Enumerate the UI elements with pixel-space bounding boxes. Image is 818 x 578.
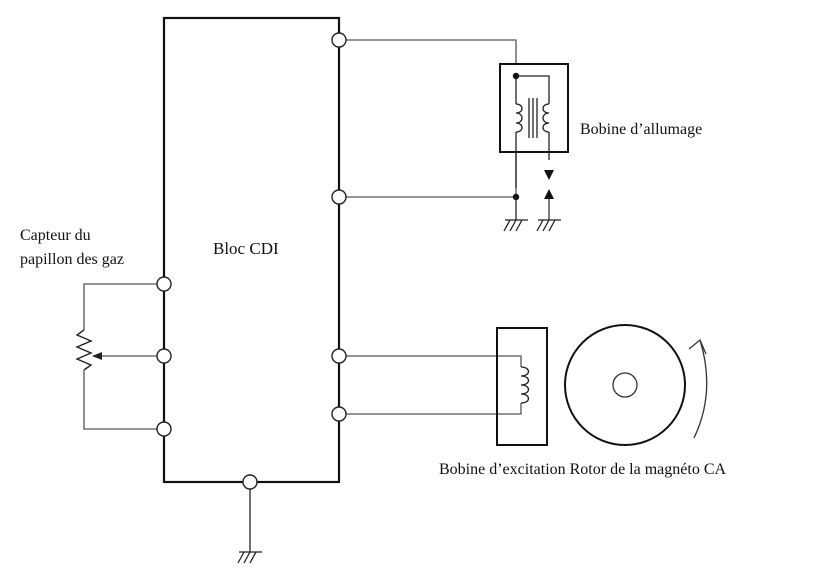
terminal-ignition-coil-ground	[331, 189, 347, 205]
spark-plug-electrode-lower	[544, 189, 554, 199]
wiper-arrowhead	[92, 352, 102, 360]
terminal-pickup-coil-2	[331, 406, 347, 422]
throttle-position-sensor	[75, 283, 164, 430]
resistor-zigzag	[75, 329, 93, 371]
terminal-throttle-sensor-supply	[156, 276, 172, 292]
spark-plug-electrode-upper	[544, 170, 554, 180]
bottom-caption: Bobine d’excitation Rotor de la magnéto …	[439, 461, 726, 478]
terminal-pickup-coil-1	[331, 348, 347, 364]
excitation-coil-wires	[339, 355, 522, 415]
ignition-coil-label: Bobine d’allumage	[580, 121, 702, 138]
terminal-cdi-ground	[242, 474, 258, 490]
ignition-coil	[339, 39, 569, 201]
terminal-throttle-sensor-signal	[156, 348, 172, 364]
coil-iron-core	[528, 98, 538, 138]
ground-symbol-spark-plug	[536, 219, 561, 232]
spark-plug-gap	[544, 170, 554, 220]
throttle-sensor-label-line1: Capteur du	[20, 227, 91, 244]
rotation-arrowhead	[688, 338, 707, 355]
sensor-wires	[83, 283, 164, 430]
excitation-winding	[520, 366, 530, 404]
cdi-terminals	[156, 32, 347, 490]
secondary-winding	[542, 103, 550, 133]
ignition-coil-wires	[339, 39, 517, 198]
throttle-sensor-label-line2: papillon des gaz	[20, 251, 124, 268]
cdi-block-label: Bloc CDI	[213, 239, 279, 258]
primary-winding	[515, 103, 523, 133]
terminal-throttle-sensor-ground	[156, 421, 172, 437]
coil-junction-dot	[512, 72, 520, 80]
terminal-ignition-coil-primary	[331, 32, 347, 48]
excitation-coil-box	[496, 327, 548, 446]
excitation-coil	[339, 327, 548, 446]
rotation-direction-arrow	[693, 339, 708, 439]
ground-symbol-cdi	[237, 482, 262, 564]
ignition-coil-box	[499, 63, 569, 153]
rotor-outer-circle	[564, 324, 686, 446]
ignition-coil-internal-wiring	[515, 75, 550, 188]
rotor-hub	[612, 372, 638, 398]
magneto-rotor	[564, 324, 708, 446]
ground-symbol-coil	[503, 197, 528, 232]
